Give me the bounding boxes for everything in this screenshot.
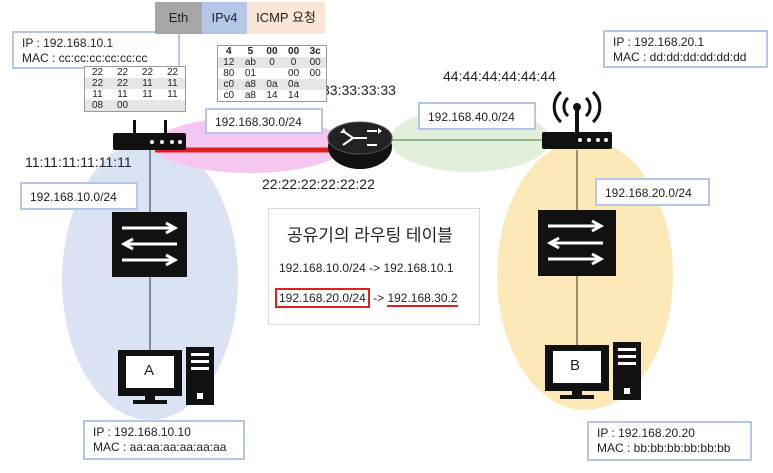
mac-center-top: 33:33:33:33 <box>322 82 396 98</box>
eth-cell: 00 <box>116 100 129 111</box>
router-a-ip: IP : 192.168.10.1 <box>22 36 114 50</box>
switch-b-icon <box>538 210 616 276</box>
ipv4-cell: a8 <box>244 90 256 101</box>
eth-cell: 08 <box>91 100 104 111</box>
tab-ipv4: IPv4 <box>202 2 247 34</box>
ipv4-cell: 4 <box>226 46 232 57</box>
eth-cell: 22 <box>91 78 104 89</box>
ipv4-cell: 00 <box>309 68 321 79</box>
routing-row-2-next: 192.168.30.2 <box>387 291 458 307</box>
routing-row-1-arrow: -> <box>369 261 381 275</box>
ipv4-cell: 00 <box>309 57 321 68</box>
router-a-mac: MAC : cc:cc:cc:cc:cc:cc <box>22 51 148 65</box>
ipv4-cell: 3c <box>309 46 321 57</box>
subnet-40-box: 192.168.40.0/24 <box>418 102 536 130</box>
ipv4-cell: 00 <box>288 68 300 79</box>
pc-b-mac: MAC : bb:bb:bb:bb:bb:bb <box>597 441 731 455</box>
router-b-mac: MAC : dd:dd:dd:dd:dd:dd <box>613 50 747 64</box>
eth-cell: 22 <box>116 78 129 89</box>
ipv4-cell: 5 <box>247 46 254 57</box>
routing-table-title: 공유기의 라우팅 테이블 <box>287 226 453 245</box>
eth-cell: 22 <box>91 67 104 78</box>
pc-a-label: A <box>144 362 155 379</box>
pc-a-info-box: IP : 192.168.10.10 MAC : aa:aa:aa:aa:aa:… <box>83 420 245 460</box>
ipv4-cell: 12 <box>223 57 235 68</box>
routing-row-2-dest: 192.168.20.0/24 <box>275 288 370 308</box>
tab-icmp: ICMP 요청 <box>247 2 325 34</box>
pc-a-icon <box>118 347 214 405</box>
ipv4-cell: 0a <box>288 79 300 90</box>
mac-router-b: 44:44:44:44:44:44 <box>443 68 556 84</box>
ipv4-cell: 00 <box>266 46 278 57</box>
tab-eth: Eth <box>155 2 202 34</box>
eth-cell: 11 <box>117 89 128 100</box>
wireless-router-b-icon <box>542 90 612 149</box>
ipv4-cell: 0 <box>269 57 275 68</box>
mac-center-bottom: 22:22:22:22:22:22 <box>262 176 375 192</box>
ipv4-cell: 14 <box>266 90 278 101</box>
router-a-info-box: IP : 192.168.10.1 MAC : cc:cc:cc:cc:cc:c… <box>12 31 180 69</box>
routing-row-1-next: 192.168.10.1 <box>383 261 454 275</box>
ipv4-cell: a8 <box>244 79 256 90</box>
ipv4-cell: c0 <box>223 79 235 90</box>
eth-cell: 11 <box>167 89 178 100</box>
ipv4-cell: 0a <box>266 79 278 90</box>
pc-b-icon <box>545 342 641 400</box>
eth-cell: 22 <box>141 67 154 78</box>
eth-cell: 11 <box>142 78 153 89</box>
routing-row-2: 192.168.20.0/24 -> 192.168.30.2 <box>275 288 458 308</box>
ipv4-cell: ab <box>244 57 256 68</box>
pc-b-label: B <box>570 357 581 374</box>
subnet-a-box: 192.168.10.0/24 <box>20 182 138 210</box>
routing-row-1: 192.168.10.0/24 -> 192.168.10.1 <box>279 261 454 275</box>
router-a-icon <box>113 120 186 150</box>
eth-cell: 11 <box>92 89 103 100</box>
center-router-icon <box>327 121 393 169</box>
router-b-info-box: IP : 192.168.20.1 MAC : dd:dd:dd:dd:dd:d… <box>603 30 768 68</box>
ipv4-cell: c0 <box>223 90 235 101</box>
router-b-ip: IP : 192.168.20.1 <box>613 35 705 49</box>
eth-cell: 11 <box>167 78 178 89</box>
routing-row-2-arrow: -> <box>373 291 385 305</box>
pc-b-ip: IP : 192.168.20.20 <box>597 426 695 440</box>
mac-router-a-left: 11:11:11:11:11:11 <box>25 154 132 170</box>
eth-cell: 22 <box>116 67 129 78</box>
pc-b-info-box: IP : 192.168.20.20 MAC : bb:bb:bb:bb:bb:… <box>587 421 752 461</box>
switch-a-icon <box>112 212 187 277</box>
ipv4-cell: 80 <box>223 68 235 79</box>
ipv4-cell <box>261 68 283 79</box>
subnet-b-box: 192.168.20.0/24 <box>595 178 710 206</box>
routing-row-1-dest: 192.168.10.0/24 <box>279 261 366 275</box>
pc-a-ip: IP : 192.168.10.10 <box>93 425 191 439</box>
ipv4-cell: 01 <box>244 68 256 79</box>
routing-table-box: 공유기의 라우팅 테이블 192.168.10.0/24 -> 192.168.… <box>268 208 480 325</box>
eth-cell: 11 <box>142 89 153 100</box>
ipv4-cell: 00 <box>288 46 300 57</box>
ipv4-cell: 0 <box>290 57 297 68</box>
pc-a-mac: MAC : aa:aa:aa:aa:aa:aa <box>93 440 227 454</box>
subnet-30-box: 192.168.30.0/24 <box>205 108 323 134</box>
ipv4-cell: 14 <box>288 90 300 101</box>
eth-cell: 22 <box>166 67 179 78</box>
